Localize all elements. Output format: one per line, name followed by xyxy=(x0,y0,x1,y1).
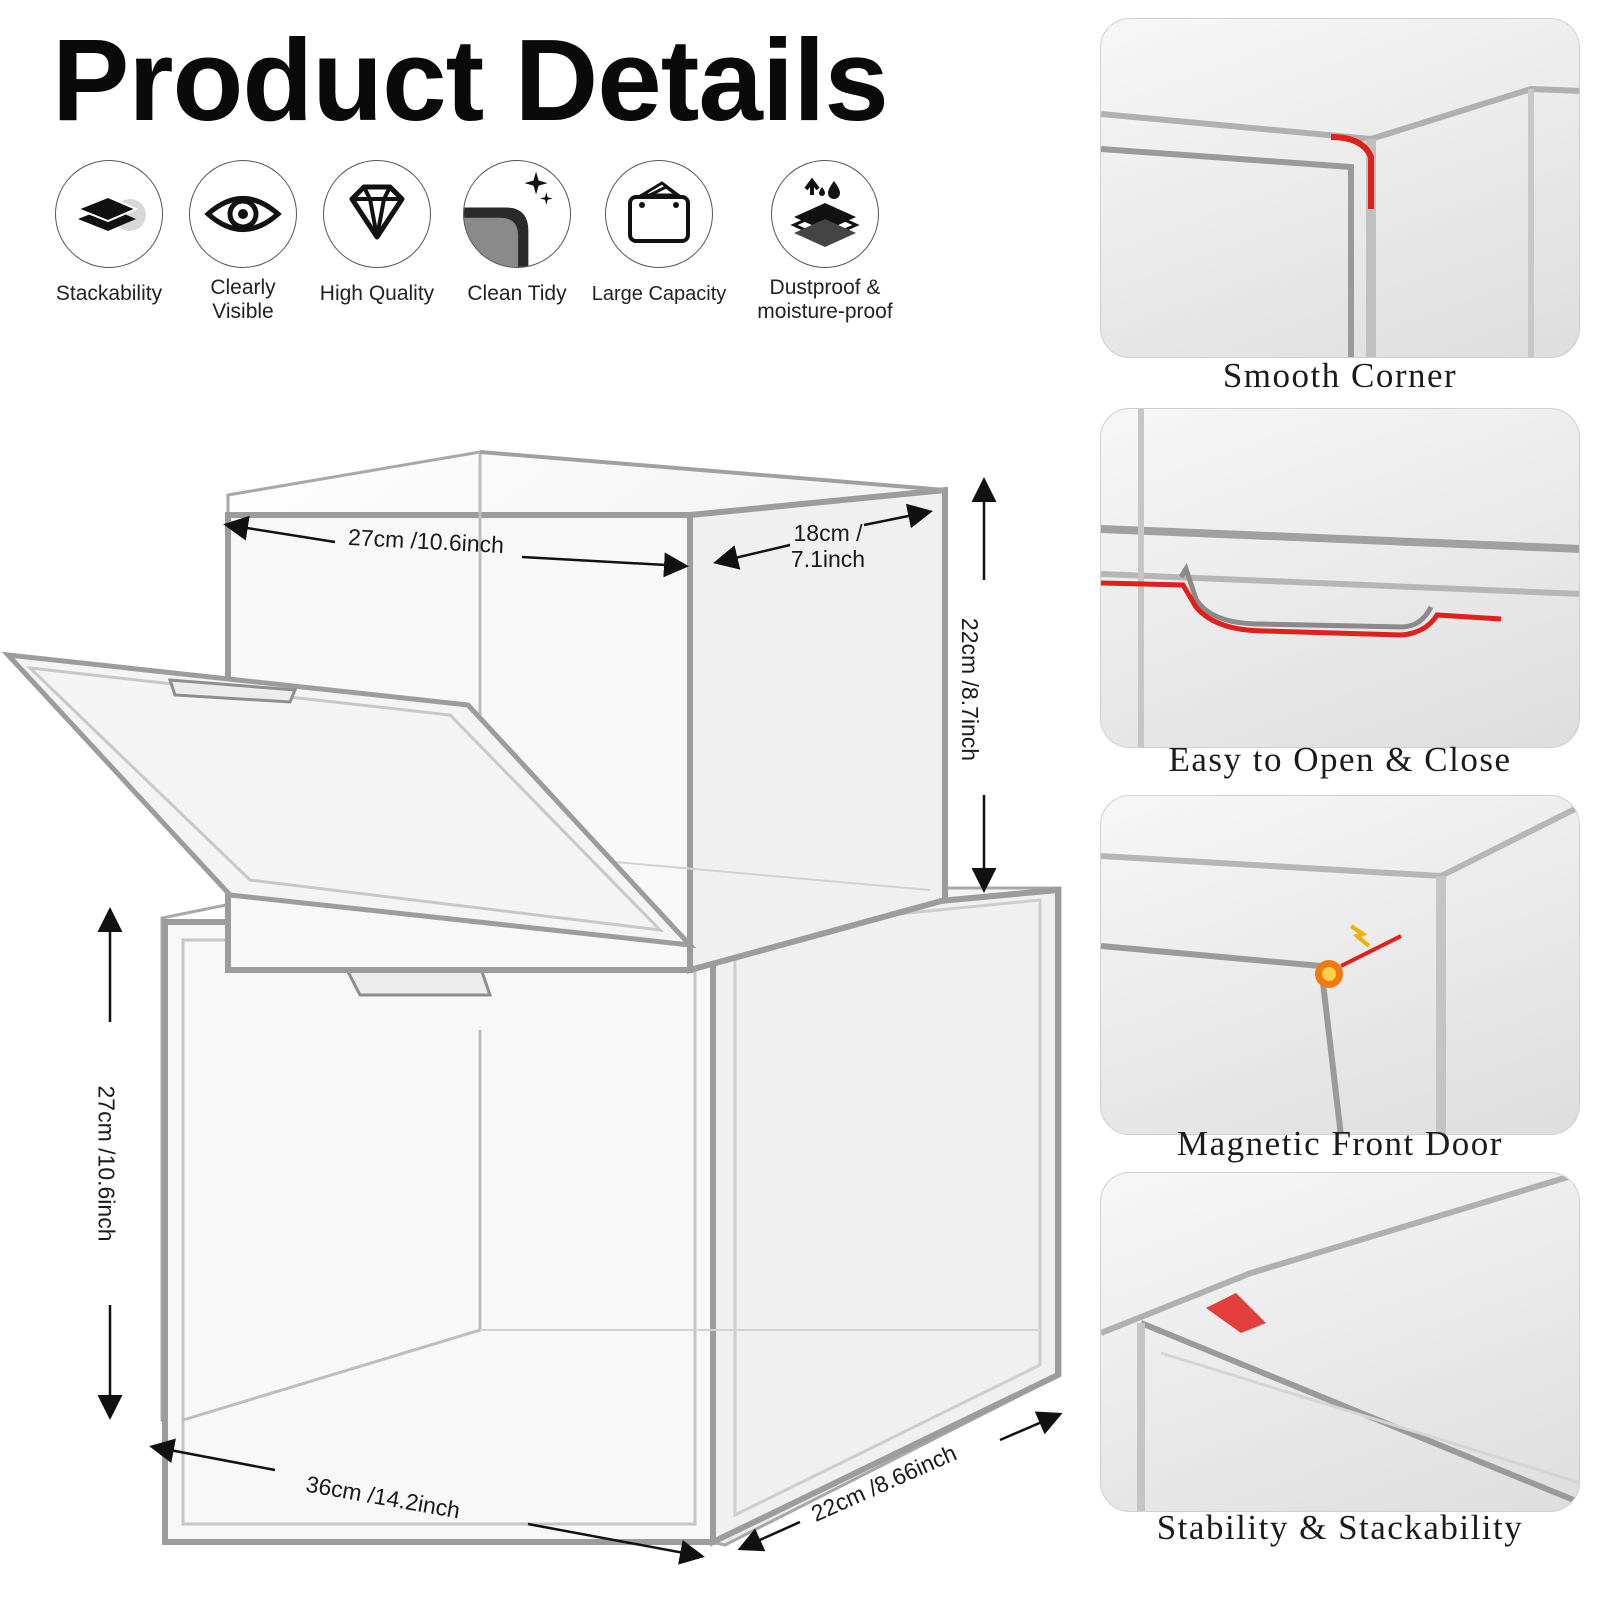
dimension-bottom-height: 27cm /10.6inch xyxy=(93,1085,120,1242)
dust-moisture-icon xyxy=(771,160,879,268)
feature-label: Clearly Visible xyxy=(168,276,318,324)
feature-label-line: Dustproof & moisture-proof xyxy=(757,276,893,323)
feature-clean-tidy: Clean Tidy xyxy=(442,160,592,306)
detail-panel-easy-open xyxy=(1100,408,1580,748)
caption-easy-open: Easy to Open & Close xyxy=(1168,740,1512,779)
stack-icon xyxy=(55,160,163,268)
feature-label-line: Clearly Visible xyxy=(210,276,276,323)
feature-stackability: Stackability xyxy=(34,160,184,306)
dimension-top-depth: 18cm / 7.1inch xyxy=(790,520,866,572)
caption-stability: Stability & Stackability xyxy=(1156,1508,1524,1547)
feature-label: Large Capacity xyxy=(591,283,727,305)
large-box xyxy=(160,886,1062,1547)
product-illustration xyxy=(1,450,1063,1565)
page-title: Product Details xyxy=(52,15,889,145)
caption-smooth-corner: Smooth Corner xyxy=(1222,356,1458,395)
sparkle-panel-icon xyxy=(463,160,571,268)
feature-high-quality: High Quality xyxy=(302,160,452,306)
box-capacity-icon xyxy=(605,160,713,268)
dimension-top-height: 22cm /8.7inch xyxy=(957,617,984,762)
detail-panel-smooth-corner xyxy=(1100,18,1580,358)
dimension-arrows xyxy=(97,477,1063,1565)
eye-icon xyxy=(189,160,297,268)
open-door xyxy=(1,651,697,949)
feature-dustproof: Dustproof & moisture-proof xyxy=(740,160,910,324)
detail-panel-stability xyxy=(1100,1172,1580,1512)
caption-magnetic-door: Magnetic Front Door xyxy=(1177,1124,1503,1163)
feature-clearly-visible: Clearly Visible xyxy=(168,160,318,324)
feature-label: High Quality xyxy=(319,282,435,305)
feature-label: Dustproof & moisture-proof xyxy=(740,276,910,324)
feature-large-capacity: Large Capacity xyxy=(584,160,734,306)
detail-panel-magnetic-door xyxy=(1100,795,1580,1135)
diamond-icon xyxy=(323,160,431,268)
feature-label: Clean Tidy xyxy=(467,282,567,305)
feature-label: Stackability xyxy=(55,282,163,305)
